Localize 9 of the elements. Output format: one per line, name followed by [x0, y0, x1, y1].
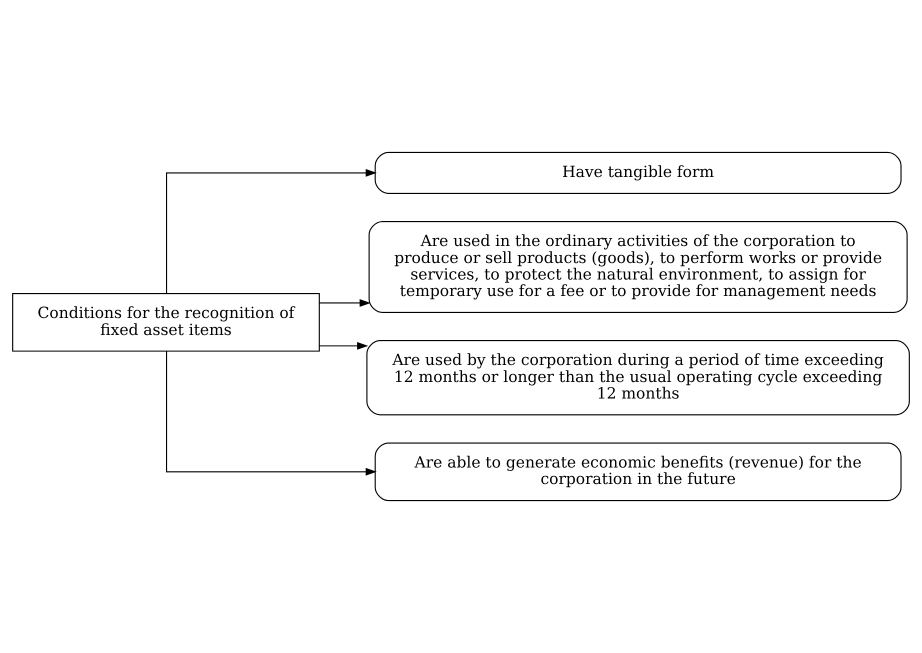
node-box: Are used by the corporation during a period of time exceeding 12 months or longer than the usual operating cycle exceeding 12 months — [366, 340, 910, 416]
arrow — [320, 342, 368, 350]
node-box: Are used in the ordinary activities of the corporation to produce or sell products (goods), to perform works or provide services, to protect the natural environment, to assign for temporary use for a fee or to provide for management needs — [368, 221, 908, 313]
arrow — [166, 351, 377, 476]
node-box: Are able to generate economic benefits (revenue) for the corporation in the future — [374, 442, 902, 502]
arrow — [320, 299, 371, 307]
node-box: Conditions for the recognition of fixed asset items — [12, 293, 320, 352]
arrow — [166, 169, 377, 294]
node-box: Have tangible form — [374, 152, 902, 194]
